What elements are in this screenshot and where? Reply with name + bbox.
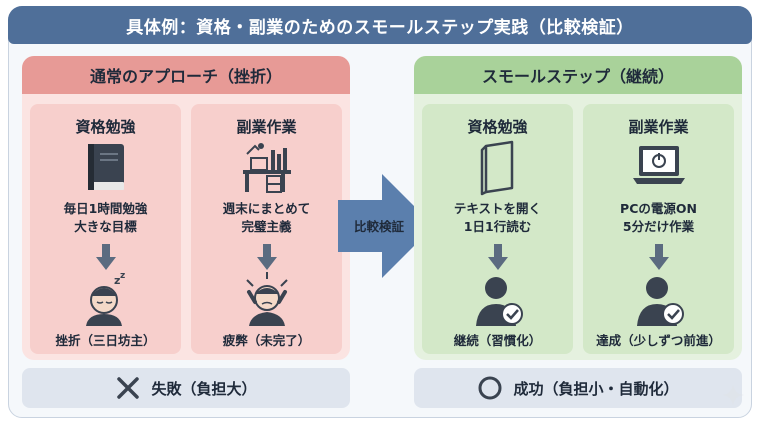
svg-text:z: z xyxy=(114,274,120,287)
title-banner: 具体例：資格・副業のためのスモールステップ実践（比較検証） xyxy=(8,6,752,44)
cross-icon xyxy=(117,377,140,399)
book-icon xyxy=(87,144,124,190)
down-arrow-icon xyxy=(256,244,277,270)
card-title: 資格勉強 xyxy=(467,118,528,136)
success-footer: 成功（負担小・自動化） xyxy=(414,368,742,408)
card-title: 資格勉強 xyxy=(75,118,136,136)
card-result: 疲弊（未完了） xyxy=(222,333,311,348)
down-arrow-icon xyxy=(487,244,508,270)
card-line: 5分だけ作業 xyxy=(622,219,695,234)
card-line: PCの電源ON xyxy=(620,201,697,216)
conventional-approach-panel: 通常のアプローチ（挫折） 資格勉強 毎日1時間勉強 大きな目標 z z 挫折（三 xyxy=(22,56,350,360)
small-step-heading: スモールステップ（継続） xyxy=(414,56,742,94)
conventional-sidejob-card: 副業作業 週末にまとめて 完璧主義 xyxy=(191,104,342,354)
small-step-panel: スモールステップ（継続） 資格勉強 テキストを開く 1日1行読む 継続（習慣化）… xyxy=(414,56,742,360)
card-description: PCの電源ON 5分だけ作業 xyxy=(583,200,734,236)
circle-icon xyxy=(478,376,502,400)
card-description: 週末にまとめて 完璧主義 xyxy=(191,200,342,236)
card-result: 継続（習慣化） xyxy=(453,333,542,348)
card-line: 大きな目標 xyxy=(74,219,137,234)
card-description: 毎日1時間勉強 大きな目標 xyxy=(30,200,181,236)
cluttered-desk-icon xyxy=(242,143,291,193)
failure-footer: 失敗（負担大） xyxy=(22,368,350,408)
page-title: 具体例：資格・副業のためのスモールステップ実践（比較検証） xyxy=(126,17,634,38)
sparkle-icon xyxy=(722,384,744,406)
card-title: 副業作業 xyxy=(236,118,297,136)
svg-text:z: z xyxy=(120,271,125,281)
smallstep-qualification-card: 資格勉強 テキストを開く 1日1行読む 継続（習慣化） xyxy=(422,104,573,354)
compare-label: 比較検証 xyxy=(353,219,404,234)
card-line: 毎日1時間勉強 xyxy=(63,201,148,216)
card-line: テキストを開く xyxy=(453,201,542,216)
down-arrow-icon xyxy=(648,244,669,270)
card-line: 週末にまとめて xyxy=(222,201,311,216)
smallstep-sidejob-card: 副業作業 PCの電源ON 5分だけ作業 達成（少しずつ前進） xyxy=(583,104,734,354)
card-line: 完璧主義 xyxy=(241,219,292,234)
down-arrow-icon xyxy=(95,244,116,270)
person-check-icon xyxy=(636,277,684,326)
stressed-person-icon xyxy=(245,272,288,326)
sleeping-person-icon: z z xyxy=(85,271,125,326)
card-result: 挫折（三日坊主） xyxy=(55,333,156,348)
card-description: テキストを開く 1日1行読む xyxy=(422,200,573,236)
card-line: 1日1行読む xyxy=(463,219,532,234)
laptop-power-icon xyxy=(632,146,685,184)
failure-label: 失敗（負担大） xyxy=(151,379,257,398)
person-check-icon xyxy=(475,277,523,326)
compare-arrow-icon xyxy=(338,174,434,278)
success-label: 成功（負担小・自動化） xyxy=(513,379,679,398)
card-result: 達成（少しずつ前進） xyxy=(596,333,721,348)
card-title: 副業作業 xyxy=(628,118,689,136)
conventional-qualification-card: 資格勉強 毎日1時間勉強 大きな目標 z z 挫折（三日坊主） xyxy=(30,104,181,354)
conventional-approach-heading: 通常のアプローチ（挫折） xyxy=(22,56,350,94)
open-book-icon xyxy=(480,140,513,196)
